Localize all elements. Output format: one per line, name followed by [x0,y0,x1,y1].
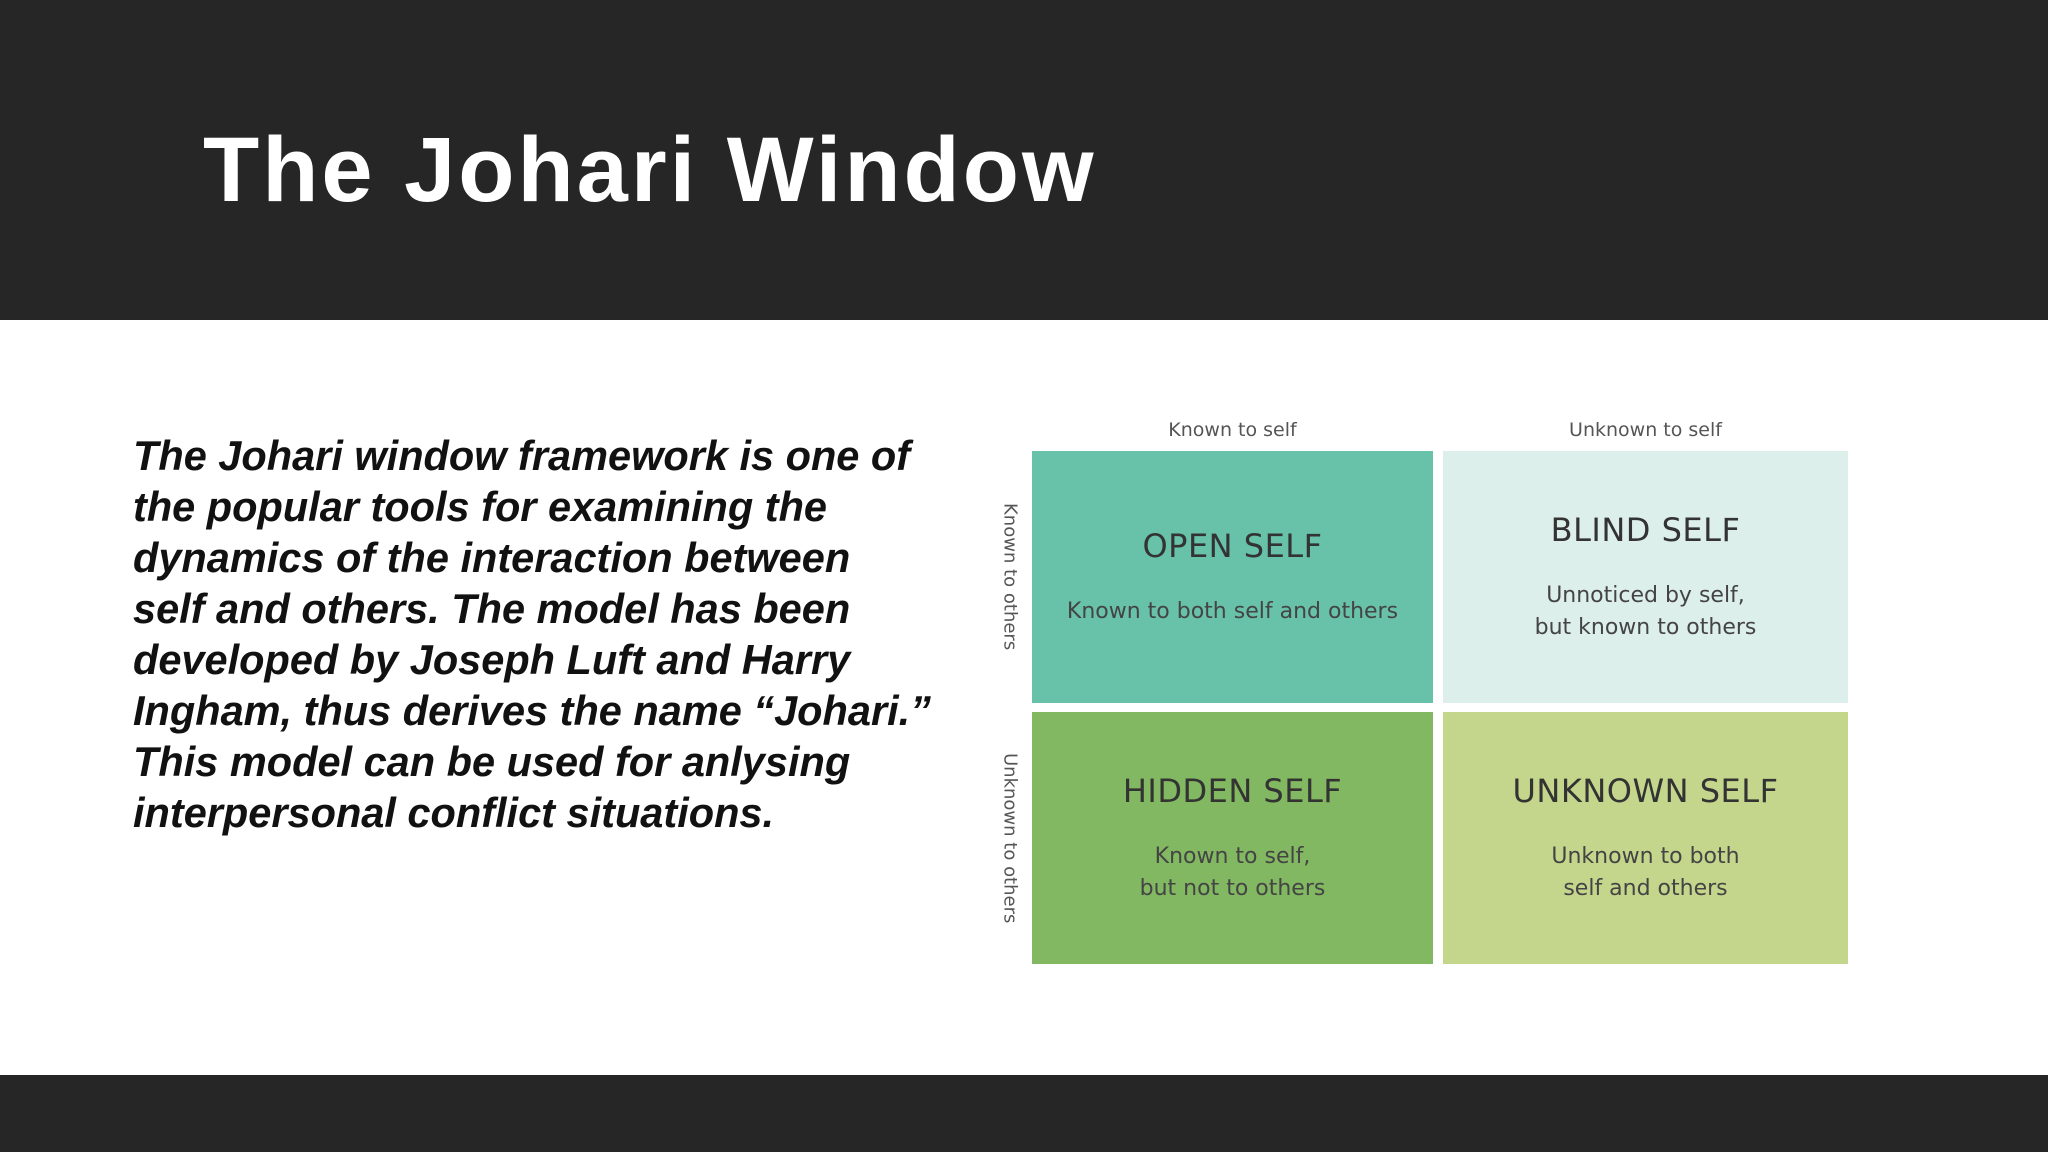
open-self-quadrant: OPEN SELF Known to both self and others [1032,451,1433,703]
unknown-self-description: Unknown to both self and others [1551,844,1740,901]
open-self-title: OPEN SELF [1142,527,1323,565]
blind-self-description: Unnoticed by self, but known to others [1534,583,1757,640]
row-label-unknown-to-others-text: Unknown to others [999,752,1021,924]
unknown-self-quadrant: UNKNOWN SELF Unknown to both self and ot… [1443,712,1848,964]
unknown-self-title: UNKNOWN SELF [1512,772,1779,810]
open-self-description: Known to both self and others [1066,599,1399,624]
johari-window-diagram: Known to self Unknown to self Known to o… [990,405,1870,975]
hidden-self-quadrant: HIDDEN SELF Known to self, but not to ot… [1032,712,1433,964]
header-band [0,0,2048,320]
blind-self-quadrant: BLIND SELF Unnoticed by self, but known … [1443,451,1848,703]
hidden-self-title: HIDDEN SELF [1122,772,1343,810]
column-label-unknown-to-self: Unknown to self [1569,419,1722,441]
slide-title: The Johari Window [203,119,1097,221]
column-label-known-to-self: Known to self [1168,419,1297,441]
blind-self-title: BLIND SELF [1550,511,1741,549]
footer-band [0,1075,2048,1152]
hidden-self-description: Known to self, but not to others [1139,844,1326,901]
row-label-unknown-to-others: Unknown to others [990,712,1030,964]
slide-body-text: The Johari window framework is one of th… [133,432,931,836]
row-label-known-to-others-text: Known to others [999,503,1021,651]
row-label-known-to-others: Known to others [990,451,1030,703]
